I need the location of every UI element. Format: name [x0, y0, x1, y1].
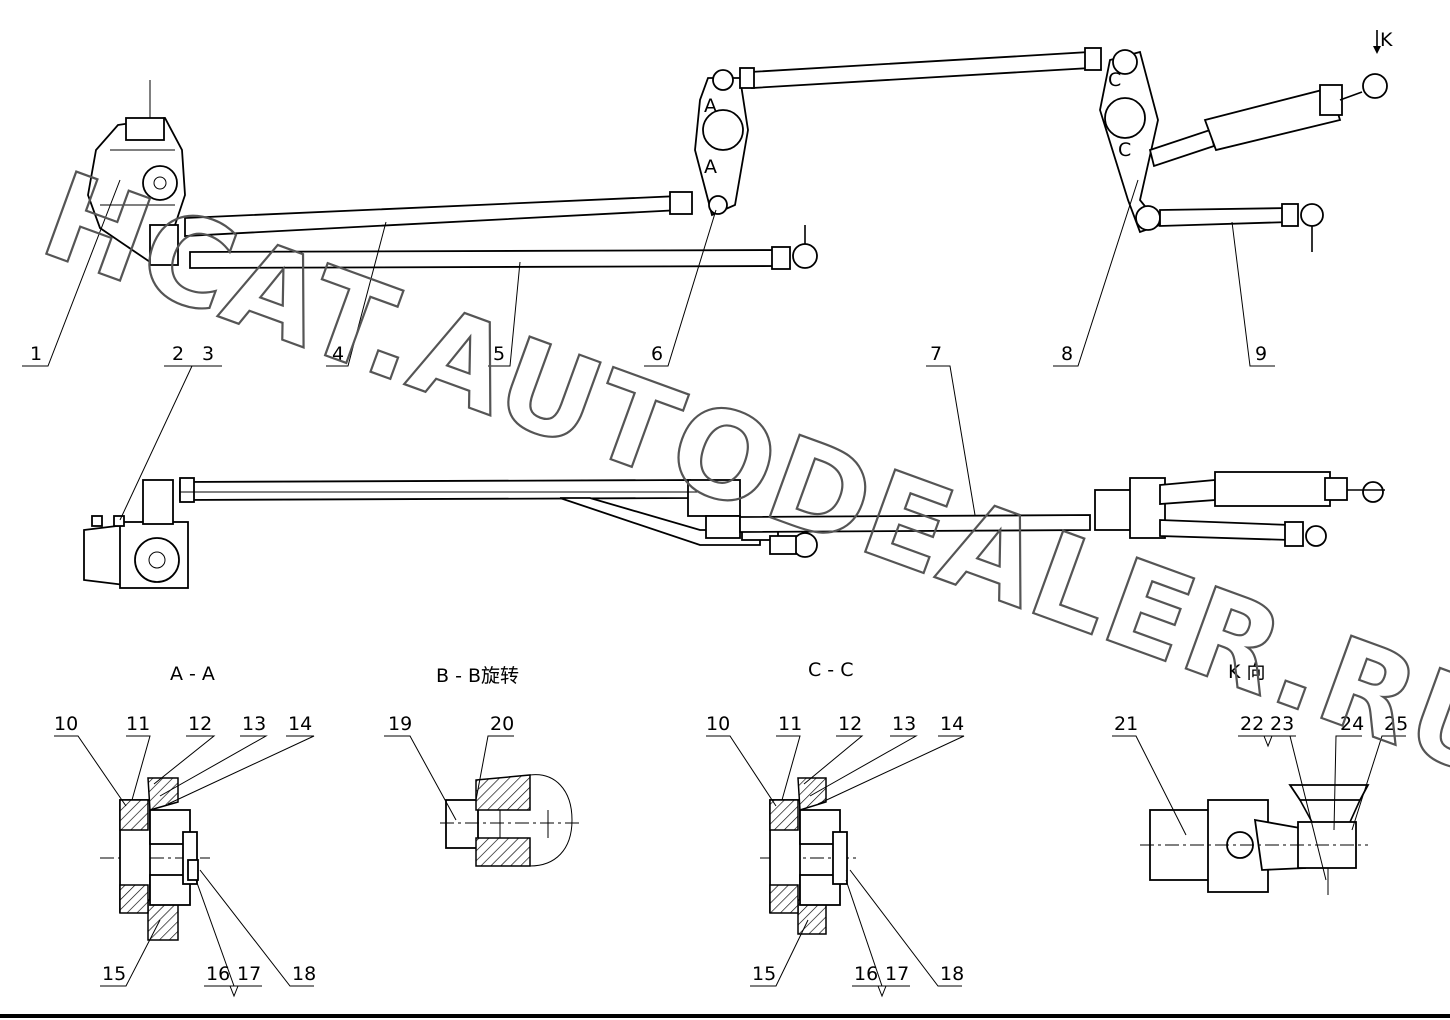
section-mark-c-bottom: C	[1118, 139, 1131, 161]
callout-cc-10: 10	[706, 713, 730, 735]
callout-cc-18: 18	[940, 963, 964, 985]
callout-6: 6	[651, 343, 663, 365]
view-title-bb: B - B旋转	[436, 665, 519, 687]
side-view-assembly	[83, 471, 1385, 589]
callout-cc-17: 17	[885, 963, 909, 985]
callout-20: 20	[490, 713, 514, 735]
section-aa-callouts: 10 11 12 13 14 15 16 17 18	[54, 713, 316, 998]
view-title-k: K 向	[1228, 661, 1266, 683]
callout-cc-11: 11	[778, 713, 802, 735]
power-cylinder	[1148, 73, 1388, 168]
callout-3: 3	[202, 343, 214, 365]
callout-aa-12: 12	[188, 713, 212, 735]
top-callouts: 1 4 5 6 8 9	[22, 179, 1275, 367]
callout-aa-16: 16	[206, 963, 230, 985]
callout-aa-18: 18	[292, 963, 316, 985]
upper-relay-rod	[748, 51, 1091, 89]
view-title-aa: A - A	[170, 663, 215, 685]
callout-aa-13: 13	[242, 713, 266, 735]
k-view-callouts: 21 22 23 24 25	[1112, 713, 1408, 881]
callout-cc-16: 16	[854, 963, 878, 985]
steering-gear-box	[87, 80, 186, 266]
callout-21: 21	[1114, 713, 1138, 735]
callout-cc-13: 13	[892, 713, 916, 735]
callout-aa-15: 15	[102, 963, 126, 985]
callout-aa-11: 11	[126, 713, 150, 735]
callout-19: 19	[388, 713, 412, 735]
callout-7: 7	[930, 343, 942, 365]
steering-arm: C C	[1099, 49, 1162, 234]
callout-cc-12: 12	[838, 713, 862, 735]
callout-2: 2	[172, 343, 184, 365]
callout-aa-10: 10	[54, 713, 78, 735]
section-cc	[760, 777, 860, 935]
callout-9: 9	[1255, 343, 1267, 365]
top-view-assembly: A A C C K	[87, 29, 1393, 270]
k-view-arrow-label: K	[1380, 29, 1393, 51]
idler-arm: A A	[694, 69, 749, 217]
lower-tie-rod	[1159, 207, 1291, 227]
section-mark-a-top: A	[704, 95, 717, 117]
callout-8: 8	[1061, 343, 1073, 365]
section-mark-a-bottom: A	[704, 156, 717, 178]
k-view	[1140, 784, 1370, 895]
section-cc-callouts: 10 11 12 13 14 15 16 17 18	[706, 713, 965, 998]
section-mark-c-top: C	[1108, 69, 1121, 91]
callout-24: 24	[1340, 713, 1364, 735]
callout-23: 23	[1270, 713, 1294, 735]
section-bb	[440, 774, 582, 867]
callout-25: 25	[1384, 713, 1408, 735]
callout-22: 22	[1240, 713, 1264, 735]
callout-aa-14: 14	[288, 713, 312, 735]
callout-1: 1	[30, 343, 42, 365]
callout-aa-17: 17	[237, 963, 261, 985]
callout-4: 4	[332, 343, 344, 365]
callout-5: 5	[493, 343, 505, 365]
section-aa	[100, 777, 210, 941]
view-title-cc: C - C	[808, 659, 853, 681]
callout-cc-15: 15	[752, 963, 776, 985]
side-callouts: 2 3 7	[119, 343, 976, 521]
section-bb-callouts: 19 20	[384, 713, 514, 821]
callout-cc-14: 14	[940, 713, 964, 735]
